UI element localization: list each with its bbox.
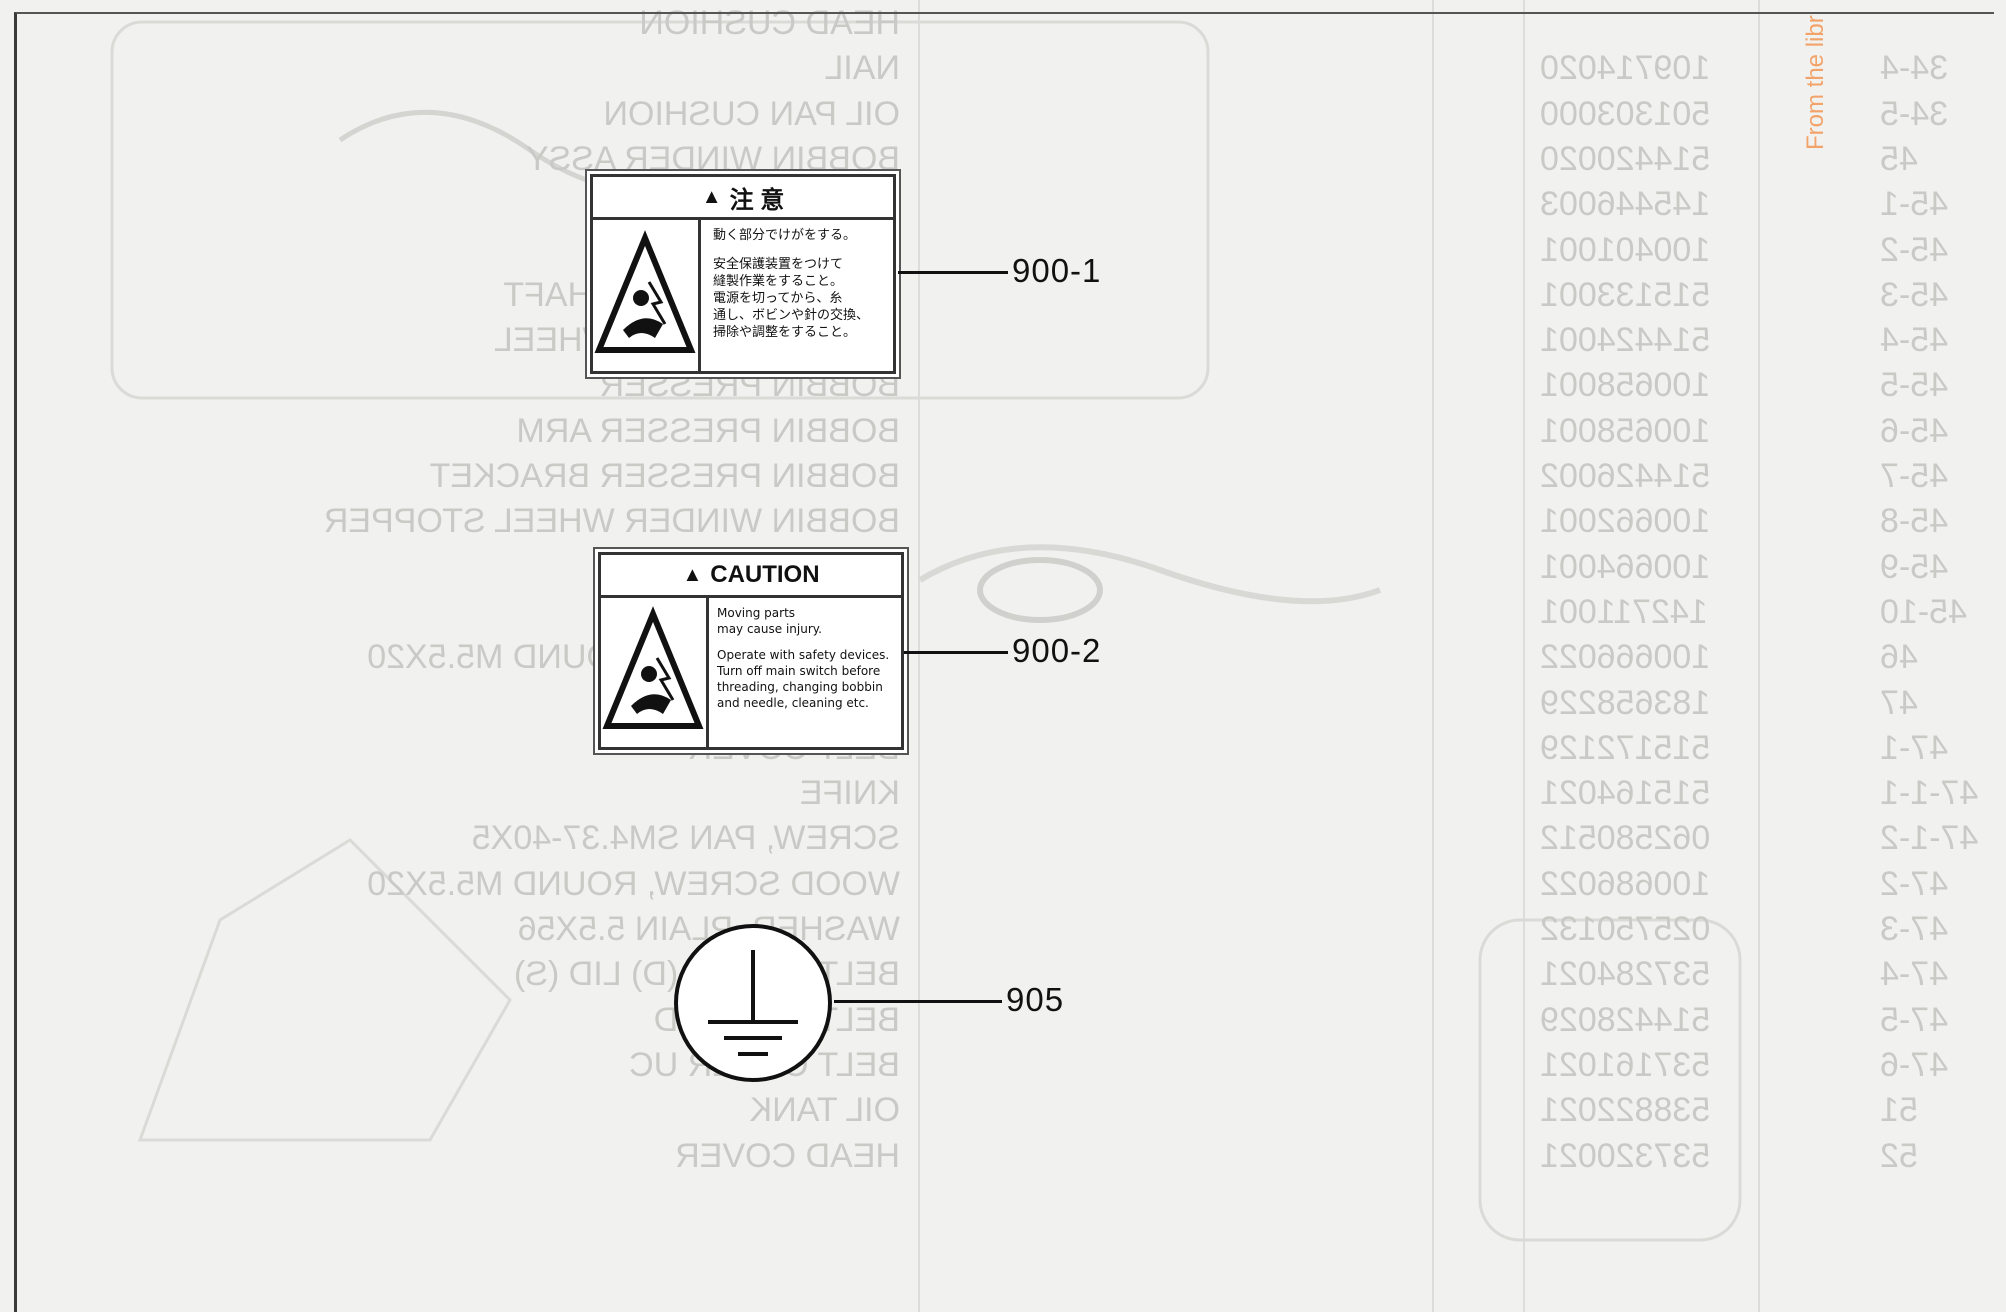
callout-900-2: 900-2 [1012,632,1102,669]
label-header: ▲ CAUTION [601,555,901,598]
label-line: threading, changing bobbin [717,680,883,694]
callout-900-1: 900-1 [1012,252,1102,289]
label-line: Moving parts [717,606,796,620]
hazard-pictogram-icon [593,220,701,371]
caution-label-english: ▲ CAUTION Moving parts may cause injury.… [598,552,904,750]
warning-triangle-icon: ▲ [701,185,722,208]
column-rule [1523,0,1525,1312]
callout-905: 905 [1006,981,1065,1018]
column-rule [918,0,920,1312]
caution-label-japanese: ▲ 注 意 動く部分でけがをする。 安全保護装置をつけて 縫製作業をすること。 … [590,174,896,374]
bleed-bobbin-sketch [918,544,1382,623]
label-line: Operate with safety devices. [717,648,890,662]
label-line: and needle, cleaning etc. [717,696,869,710]
label-line: 動く部分でけがをする。 [713,228,857,243]
label-line: 電源を切ってから、糸 [713,291,843,306]
label-line: 掃除や調整をすること。 [713,325,857,340]
watermark-text: From the libr [1802,15,1829,150]
label-line: may cause injury. [717,622,822,636]
bleed-oil-tank-sketch [1478,918,1742,1242]
ground-symbol-icon [674,924,832,1082]
label-text: 動く部分でけがをする。 安全保護装置をつけて 縫製作業をすること。 電源を切って… [713,227,869,341]
label-title: CAUTION [710,561,820,588]
column-rule [1432,0,1434,1312]
leader-line [904,651,1008,654]
label-text: Moving parts may cause injury. Operate w… [717,605,889,711]
label-header: ▲ 注 意 [593,177,893,220]
bleed-belt-cover-sketch [137,838,512,1142]
leader-line [898,271,1008,274]
label-line: Turn off main switch before [717,664,881,678]
hazard-pictogram-icon [601,598,709,747]
label-line: 通し、ボビンや針の交換、 [713,308,870,323]
label-title: 注 意 [729,186,785,214]
label-line: 安全保護装置をつけて [713,257,844,272]
page-frame [14,12,1994,1312]
column-rule [1758,0,1760,1312]
warning-triangle-icon: ▲ [682,563,703,586]
label-line: 縫製作業をすること。 [713,274,844,289]
leader-line [834,1000,1002,1003]
